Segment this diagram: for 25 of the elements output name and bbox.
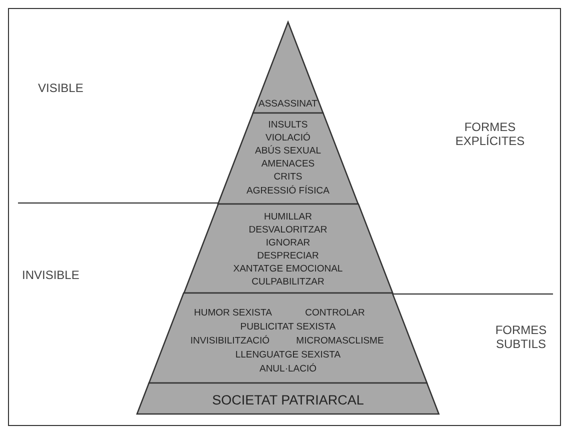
tier-text: HUMOR SEXISTA — [194, 308, 272, 318]
tier-text: AGRESSIÓ FÍSICA — [246, 186, 330, 196]
tier-text: INVISIBILITZACIÓ — [190, 336, 270, 346]
tier-text: ABÚS SEXUAL — [254, 146, 321, 156]
tier-text: LLENGUATGE SEXISTA — [235, 350, 341, 360]
tier-text: CULPABILITZAR — [252, 276, 324, 288]
tier-text: ASSASSINAT — [258, 98, 318, 110]
tier-text: XANTATGE EMOCIONAL — [233, 264, 343, 274]
tier-text: INSULTS — [268, 120, 308, 130]
tier-text: CRITS — [274, 172, 302, 182]
zone-label: FORMES EXPLÍCITES — [454, 120, 526, 148]
zone-label: VISIBLE — [38, 81, 84, 95]
tier-text: HUMILLAR — [264, 212, 312, 222]
zone-label: FORMES SUBTILS — [494, 323, 548, 351]
tier-text: PUBLICITAT SEXISTA — [240, 322, 336, 332]
tier-text: CONTROLAR — [305, 308, 365, 318]
tier-text: VIOLACIÓ — [266, 132, 310, 144]
tier-text: AMENACES — [261, 158, 315, 170]
tier-text: DESPRECIAR — [257, 250, 319, 262]
tier-text: IGNORAR — [266, 238, 310, 248]
tier-text: SOCIETAT PATRIARCAL — [212, 392, 364, 408]
zone-label: INVISIBLE — [22, 268, 80, 282]
tier-text: MICROMASCLISME — [296, 336, 384, 346]
tier-text: ANUL·LACIÓ — [259, 364, 316, 374]
tier-text: DESVALORITZAR — [248, 224, 328, 236]
